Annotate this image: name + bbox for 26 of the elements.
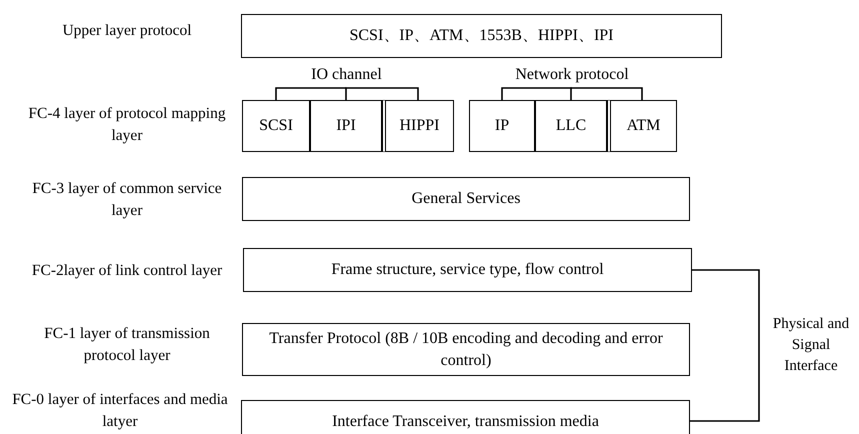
protocol-box: IP <box>469 100 535 152</box>
connector-line <box>690 269 760 422</box>
protocol-box: SCSI、IP、ATM、1553B、HIPPI、IPI <box>241 14 722 58</box>
protocol-box: ATM <box>607 100 677 152</box>
connector-line <box>501 87 572 100</box>
connector-line <box>275 87 346 100</box>
group-label: Network protocol <box>503 64 641 88</box>
group-label: IO channel <box>276 64 417 88</box>
protocol-box: LLC <box>535 100 607 152</box>
connector-line <box>570 87 572 100</box>
protocol-box: General Services <box>242 177 690 221</box>
protocol-box: HIPPI <box>382 100 454 152</box>
layer-label: Upper layer protocol <box>61 21 193 41</box>
connector-line <box>346 87 419 100</box>
layer-label: FC-4 layer of protocol mapping layer <box>27 104 227 146</box>
connector-line <box>572 87 643 100</box>
protocol-box: IPI <box>310 100 382 152</box>
connector-line <box>345 87 348 100</box>
protocol-box: Interface Transceiver, transmission media <box>241 400 690 434</box>
layer-label: FC-2layer of link control layer <box>30 261 224 281</box>
protocol-box: Transfer Protocol (8B / 10B encoding and decoding and error control) <box>242 323 690 376</box>
layer-label: FC-1 layer of transmission protocol layer <box>43 324 211 366</box>
layer-label: FC-3 layer of common service layer <box>31 179 223 221</box>
protocol-box: Frame structure, service type, flow control <box>243 248 692 292</box>
layer-label: FC-0 layer of interfaces and media latyer <box>11 390 229 432</box>
protocol-box: SCSI <box>242 100 310 152</box>
